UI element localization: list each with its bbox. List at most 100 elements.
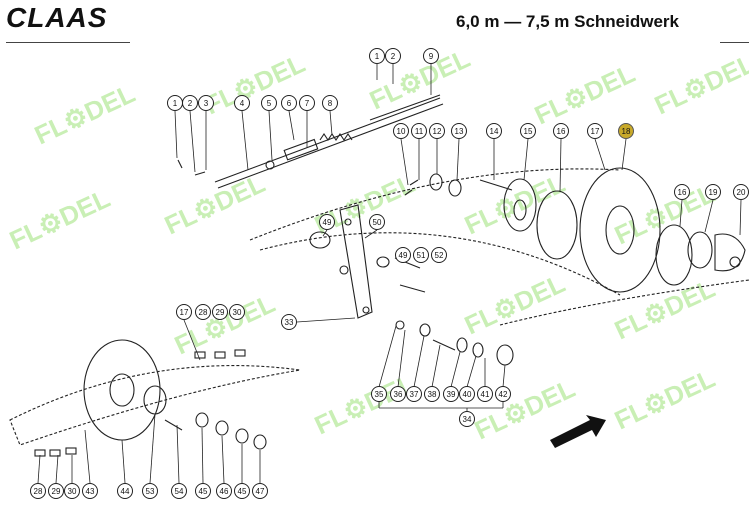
part-callout-19[interactable]: 19 [705,184,721,200]
part-callout-51[interactable]: 51 [413,247,429,263]
part-callout-45[interactable]: 45 [195,483,211,499]
callout-number: 33 [285,318,294,327]
svg-text:FL⚙DEL: FL⚙DEL [160,168,270,240]
part-callout-8[interactable]: 8 [322,95,338,111]
part-callout-46[interactable]: 46 [216,483,232,499]
part-callout-20[interactable]: 20 [733,184,749,200]
part-callout-13[interactable]: 13 [451,123,467,139]
callout-number: 50 [373,218,382,227]
callout-number: 4 [240,99,245,108]
callout-number: 7 [305,99,310,108]
part-callout-28[interactable]: 28 [195,304,211,320]
callout-number: 42 [499,390,508,399]
part-callout-4[interactable]: 4 [234,95,250,111]
svg-text:FL⚙DEL: FL⚙DEL [5,183,115,255]
callout-number: 28 [199,308,208,317]
lower-right-hardware [395,320,514,366]
part-callout-45[interactable]: 45 [234,483,250,499]
callout-number: 30 [68,487,77,496]
part-callout-35[interactable]: 35 [371,386,387,402]
part-callout-30[interactable]: 30 [64,483,80,499]
svg-text:FL⚙DEL: FL⚙DEL [170,288,280,360]
part-callout-1[interactable]: 1 [167,95,183,111]
part-callout-17[interactable]: 17 [176,304,192,320]
svg-text:FL⚙DEL: FL⚙DEL [310,368,420,440]
part-callout-54[interactable]: 54 [171,483,187,499]
callout-number: 13 [455,127,464,136]
svg-text:FL⚙DEL: FL⚙DEL [610,363,720,435]
callout-number: 39 [447,390,456,399]
clip-parts [34,349,246,457]
small-hardware-10-13 [404,173,462,197]
svg-text:FL⚙DEL: FL⚙DEL [460,268,570,340]
callout-number: 47 [256,487,265,496]
part-callout-7[interactable]: 7 [299,95,315,111]
callout-number: 29 [52,487,61,496]
callout-number: 12 [433,127,442,136]
part-callout-36[interactable]: 36 [390,386,406,402]
part-callout-16[interactable]: 16 [553,123,569,139]
part-callout-52[interactable]: 52 [431,247,447,263]
part-callout-1[interactable]: 1 [369,48,385,64]
part-callout-18[interactable]: 18 [618,123,634,139]
watermark-group: FL⚙DEL FL⚙DEL FL⚙DEL FL⚙DEL FL⚙DEL FL⚙DE… [5,43,749,445]
callout-number: 35 [375,390,384,399]
callout-number: 6 [287,99,292,108]
header-divider-right [720,42,749,43]
part-callout-39[interactable]: 39 [443,386,459,402]
callout-number: 8 [328,99,333,108]
part-callout-6[interactable]: 6 [281,95,297,111]
part-callout-17[interactable]: 17 [587,123,603,139]
part-callout-29[interactable]: 29 [48,483,64,499]
part-callout-9[interactable]: 9 [423,48,439,64]
part-callout-12[interactable]: 12 [429,123,445,139]
callout-number: 1 [375,52,380,61]
part-callout-14[interactable]: 14 [486,123,502,139]
lower-left-sprocket-and-chain [9,339,301,450]
callout-number: 53 [146,487,155,496]
upper-shaft-assembly [177,94,444,189]
callout-number: 2 [188,99,193,108]
callout-number: 16 [557,127,566,136]
callout-number: 5 [267,99,272,108]
header-divider-left [6,42,130,43]
svg-text:FL⚙DEL: FL⚙DEL [610,273,720,345]
callout-number: 43 [86,487,95,496]
callout-number: 38 [428,390,437,399]
part-callout-41[interactable]: 41 [477,386,493,402]
part-callout-28[interactable]: 28 [30,483,46,499]
part-callout-40[interactable]: 40 [459,386,475,402]
part-callout-29[interactable]: 29 [212,304,228,320]
part-callout-2[interactable]: 2 [182,95,198,111]
part-callout-5[interactable]: 5 [261,95,277,111]
part-callout-49[interactable]: 49 [319,214,335,230]
part-callout-42[interactable]: 42 [495,386,511,402]
part-callout-53[interactable]: 53 [142,483,158,499]
part-callout-2[interactable]: 2 [385,48,401,64]
callout-number: 28 [34,487,43,496]
callout-number: 45 [238,487,247,496]
part-callout-44[interactable]: 44 [117,483,133,499]
part-callout-33[interactable]: 33 [281,314,297,330]
part-callout-38[interactable]: 38 [424,386,440,402]
callout-number: 36 [394,390,403,399]
part-callout-15[interactable]: 15 [520,123,536,139]
part-callout-10[interactable]: 10 [393,123,409,139]
part-callout-43[interactable]: 43 [82,483,98,499]
part-callout-37[interactable]: 37 [406,386,422,402]
part-callout-49[interactable]: 49 [395,247,411,263]
callout-number: 45 [199,487,208,496]
part-callout-3[interactable]: 3 [198,95,214,111]
callout-number: 16 [678,188,687,197]
part-callout-34[interactable]: 34 [459,411,475,427]
part-callout-16[interactable]: 16 [674,184,690,200]
svg-text:FL⚙DEL: FL⚙DEL [650,48,749,120]
part-callout-50[interactable]: 50 [369,214,385,230]
callout-number: 20 [737,188,746,197]
page-title: 6,0 m — 7,5 m Schneidwerk [456,12,679,31]
callout-number: 44 [121,487,130,496]
part-callout-47[interactable]: 47 [252,483,268,499]
callout-number: 10 [397,127,406,136]
part-callout-11[interactable]: 11 [411,123,427,139]
part-callout-30[interactable]: 30 [229,304,245,320]
